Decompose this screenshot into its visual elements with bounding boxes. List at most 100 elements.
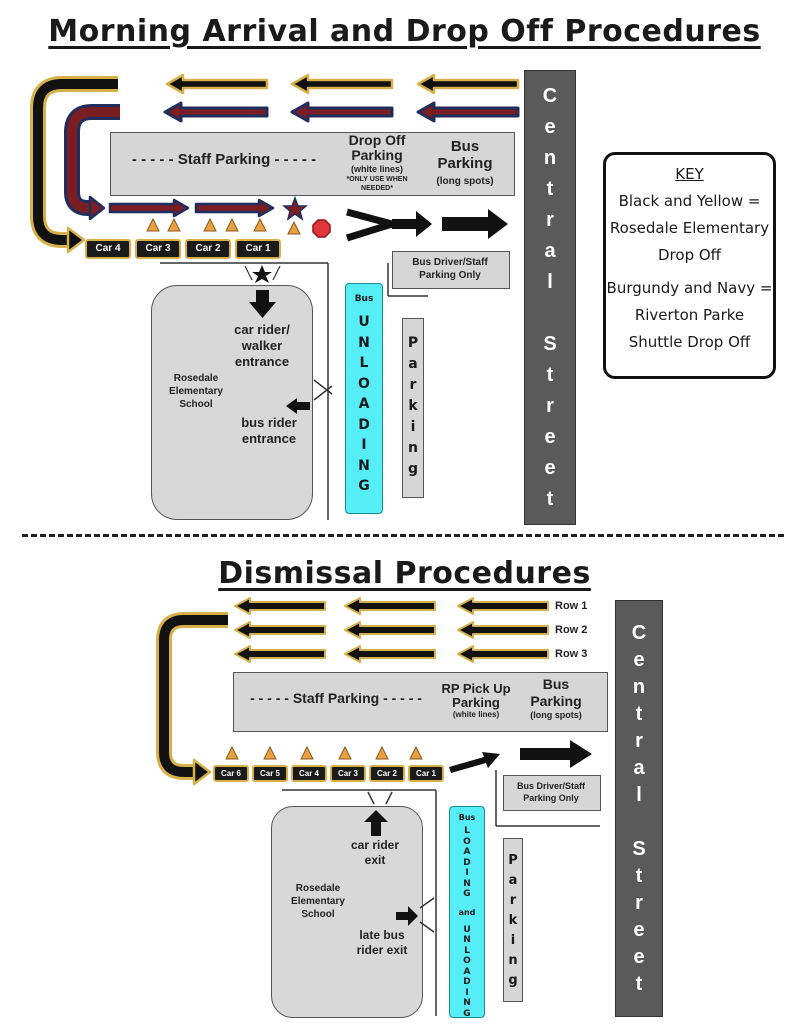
dismissal-car-4: Car 4 <box>291 765 327 782</box>
street-letter: t <box>546 363 554 386</box>
cone-icon <box>409 745 423 760</box>
street-letter: r <box>546 394 554 417</box>
parking-letter: n <box>508 953 518 968</box>
morning-school-name: Rosedale Elementary School <box>169 373 223 410</box>
unloading-letter: I <box>361 437 367 453</box>
morning-title: Morning Arrival and Drop Off Procedures <box>48 14 761 49</box>
loading-letter: N <box>463 878 471 889</box>
parking-letter: a <box>508 873 518 888</box>
morning-arrow-row-black <box>165 73 520 95</box>
street-letter: C <box>542 84 558 107</box>
left-arrow-icon <box>344 645 436 663</box>
dismissal-cones <box>225 745 423 760</box>
right-arrow-icon <box>449 752 500 773</box>
morning-drop-off-note: *ONLY USE WHEN NEEDED* <box>346 176 408 192</box>
dismissal-bus-driver-parking <box>503 775 601 811</box>
rp-pickup-sub: (white lines) <box>452 710 500 719</box>
street-letter: r <box>635 891 643 914</box>
down-arrow-icon <box>249 290 276 318</box>
bus-lane-label: Bus <box>458 813 476 822</box>
street-letter: e <box>544 425 556 448</box>
left-arrow-icon <box>290 101 394 123</box>
star-icon <box>252 265 272 283</box>
street-letter: t <box>635 864 643 887</box>
street-letter: n <box>632 675 646 698</box>
parking-letter: i <box>410 419 416 435</box>
key-line: Rosedale Elementary <box>609 219 770 237</box>
dismissal-central-street: C e n t r a l S t r e e t <box>615 600 663 1017</box>
morning-car-4: Car 4 <box>85 239 131 259</box>
left-arrow-icon <box>286 398 310 414</box>
left-arrow-icon <box>165 73 269 95</box>
street-letter: e <box>544 456 556 479</box>
street-letter: e <box>633 945 645 968</box>
cone-icon <box>146 217 160 232</box>
parking-letter: n <box>408 440 418 456</box>
cone-icon <box>287 220 301 235</box>
dismissal-bus-parking-label: Bus Parking <box>530 676 582 709</box>
parking-letter: g <box>407 461 419 477</box>
morning-bus-driver-parking <box>392 251 510 289</box>
left-arrow-icon <box>163 101 269 123</box>
parking-letter: k <box>508 913 518 928</box>
parking-letter: a <box>408 356 418 372</box>
unloading-letter: L <box>359 355 369 371</box>
dismissal-driveway-lines <box>282 770 600 1016</box>
unloading-letter: G <box>358 478 370 494</box>
left-arrow-icon <box>457 645 549 663</box>
street-letter: t <box>635 702 643 725</box>
cone-icon <box>300 745 314 760</box>
dismissal-row-arrows <box>234 597 549 663</box>
morning-bus-parking-label: Bus Parking <box>437 138 493 172</box>
cone-icon <box>225 217 239 232</box>
loading-letter: I <box>465 868 469 878</box>
morning-driveway-lines <box>160 262 428 520</box>
morning-parking-strip: P a r k i n g <box>402 318 424 498</box>
right-arrow-icon <box>108 198 190 218</box>
dismissal-bus-loading-lane: Bus L O A D I N G and U N L O A D I N G <box>449 806 485 1019</box>
unloading-letter: O <box>358 375 370 392</box>
street-letter: l <box>547 270 553 293</box>
morning-bus-unloading-lane: Bus U N L O A D I N G <box>345 283 383 514</box>
rp-pickup-label: RP Pick Up Parking <box>441 681 511 710</box>
left-arrow-icon <box>344 597 436 615</box>
dismissal-car-1: Car 1 <box>408 765 444 782</box>
morning-right-arrows-burgundy <box>108 198 275 218</box>
morning-uturn-arrow-burgundy <box>64 104 120 221</box>
loading-letter: D <box>463 857 471 868</box>
unloading-letter: A <box>358 396 370 412</box>
cone-icon <box>203 217 217 232</box>
dismissal-staff-parking-label: - - - - - Staff Parking - - - - - <box>250 690 422 706</box>
dismissal-bus-driver-parking-label: Bus Driver/Staff Parking Only <box>516 781 586 803</box>
street-letter: e <box>633 648 645 671</box>
morning-drop-off-label: Drop Off Parking <box>348 132 406 163</box>
morning-central-street: C e n t r a l S t r e e t <box>524 70 576 525</box>
stop-sign-icon <box>312 219 331 238</box>
unloading-letter: G <box>463 1008 471 1019</box>
dismissal-car-6: Car 6 <box>213 765 249 782</box>
morning-bus-driver-parking-label: Bus Driver/Staff Parking Only <box>412 257 488 281</box>
loading-letter: O <box>463 836 471 847</box>
key-heading: KEY <box>675 165 704 183</box>
key-line: Burgundy and Navy = <box>606 279 773 297</box>
cone-icon <box>338 745 352 760</box>
and-label: and <box>458 907 476 917</box>
dismissal-title: Dismissal Procedures <box>218 556 591 591</box>
loading-letter: G <box>463 889 471 899</box>
parking-letter: i <box>510 933 516 948</box>
morning-car-2: Car 2 <box>185 239 231 259</box>
morning-cones <box>146 217 301 235</box>
street-letter: e <box>544 115 556 138</box>
star-icon <box>281 195 309 221</box>
street-letter: e <box>633 918 645 941</box>
left-arrow-icon <box>234 597 326 615</box>
morning-arrow-row-burgundy <box>163 101 520 123</box>
dismissal-bus-parking-sub: (long spots) <box>530 710 582 720</box>
right-arrow-icon <box>520 740 592 768</box>
cone-icon <box>263 745 277 760</box>
street-letter: n <box>543 146 557 169</box>
parking-letter: r <box>409 377 417 393</box>
morning-bus-parking-sub: (long spots) <box>436 176 494 187</box>
unloading-letter: N <box>358 457 370 474</box>
parking-letter: g <box>508 973 518 988</box>
